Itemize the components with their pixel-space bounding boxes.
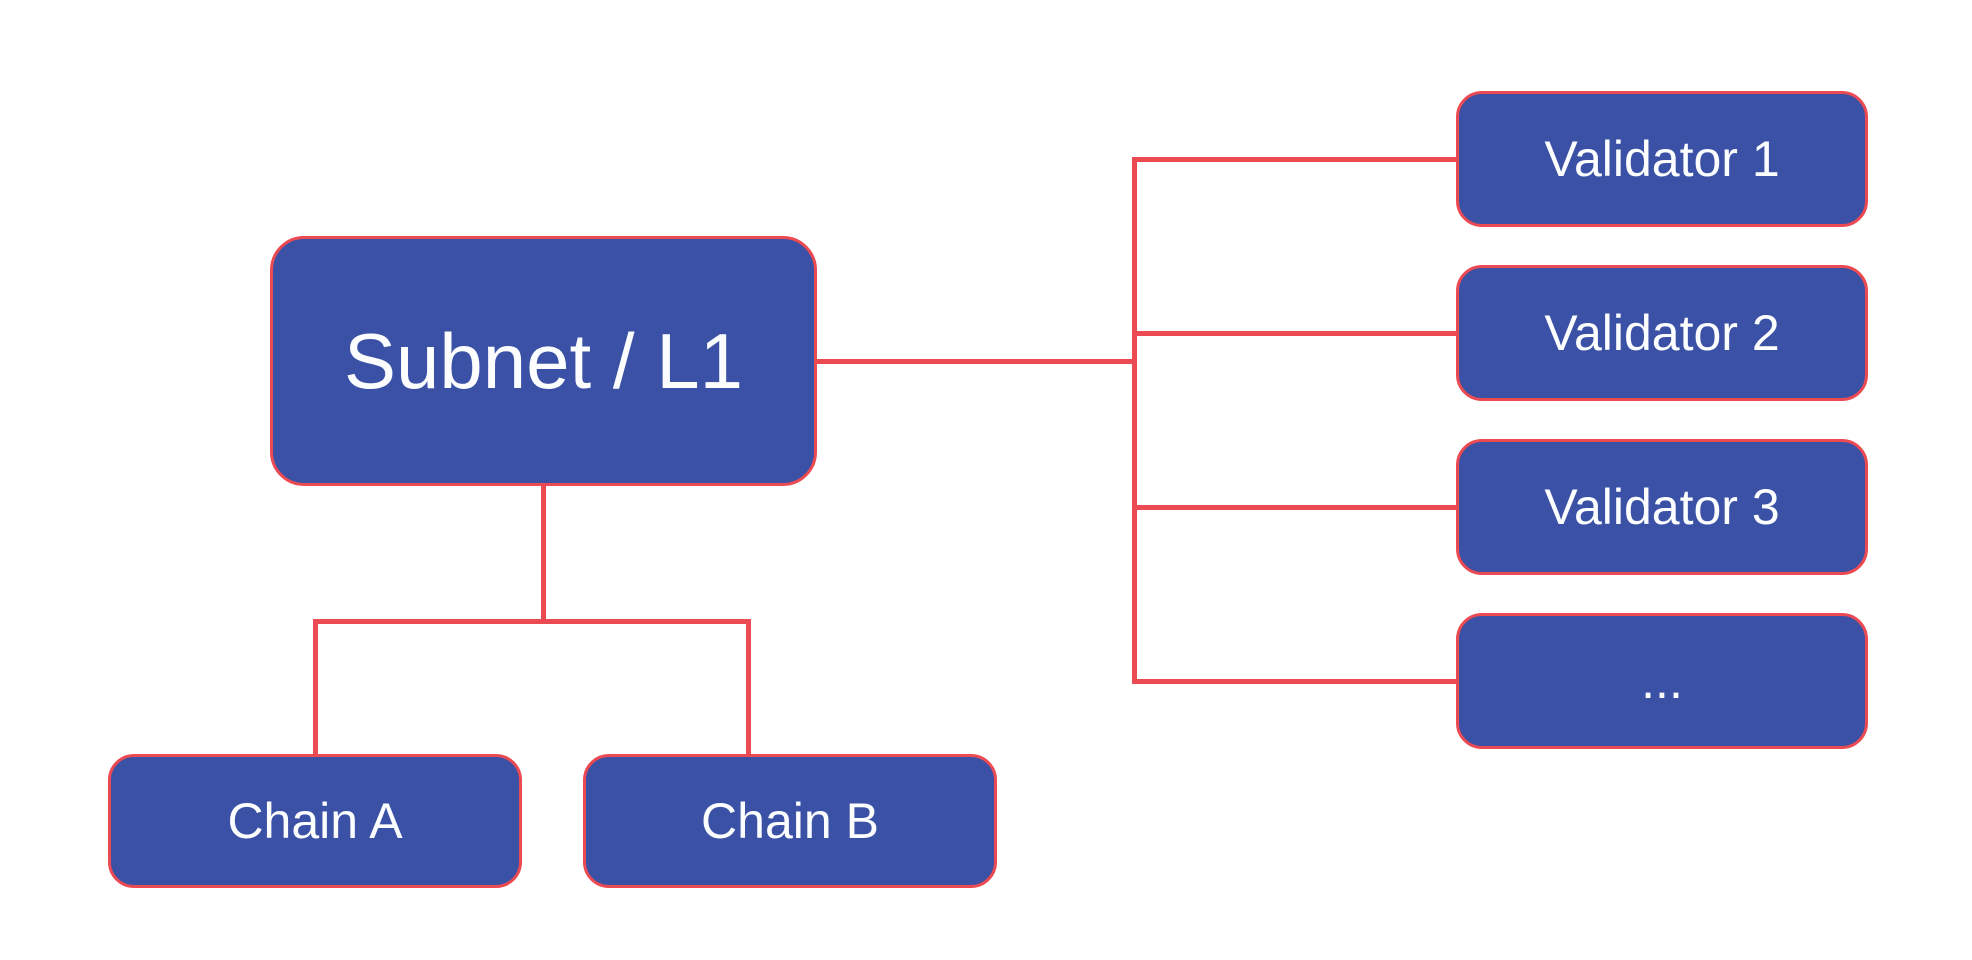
connector-branch-validator-2 [1132,330,1460,336]
connector-branch-validator-1 [1132,156,1460,162]
connector-chain-distribution [312,619,751,624]
node-validator-1: Validator 1 [1456,91,1868,227]
node-chain-b-label: Chain B [701,793,879,849]
connector-validator-trunk [1132,156,1137,684]
connector-subnet-to-trunk [815,358,1135,364]
node-chain-a: Chain A [108,754,522,888]
node-chain-a-label: Chain A [227,793,403,849]
connector-branch-validator-more [1132,678,1460,684]
connector-drop-chain-a [312,619,318,758]
node-subnet-l1-label: Subnet / L1 [344,317,743,405]
connector-subnet-down [540,484,546,624]
node-validator-2-label: Validator 2 [1544,305,1780,361]
node-validator-1-label: Validator 1 [1544,131,1780,187]
node-validator-3-label: Validator 3 [1544,479,1780,535]
node-validator-2: Validator 2 [1456,265,1868,401]
node-validator-more-label: ... [1641,653,1683,709]
node-chain-b: Chain B [583,754,997,888]
connector-drop-chain-b [745,619,751,758]
connector-branch-validator-3 [1132,504,1460,510]
node-validator-more: ... [1456,613,1868,749]
node-validator-3: Validator 3 [1456,439,1868,575]
node-subnet-l1: Subnet / L1 [270,236,817,486]
